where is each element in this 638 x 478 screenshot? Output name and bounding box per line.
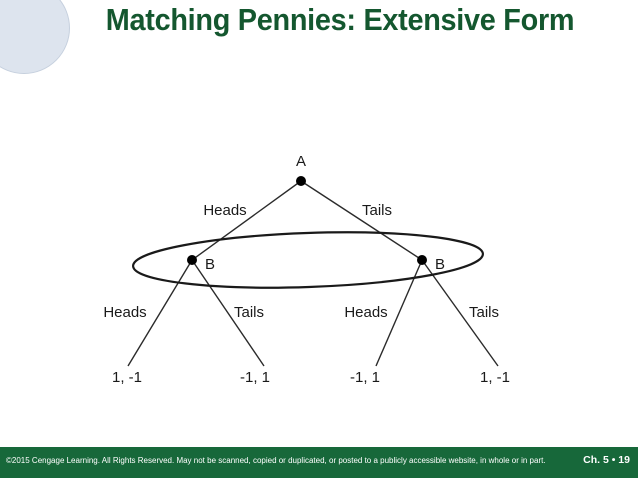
branch-label-rightb-heads: Heads (344, 304, 388, 321)
branch-label-root-heads: Heads (203, 202, 247, 219)
branch-label-rightb-tails: Tails (468, 304, 500, 321)
copyright-text: ©2015 Cengage Learning. All Rights Reser… (6, 456, 546, 465)
payoff-ht: -1, 1 (239, 369, 271, 386)
branch-label-leftb-heads: Heads (103, 304, 147, 321)
node-b-left-dot (187, 255, 197, 265)
node-b-right-dot (417, 255, 427, 265)
branch-label-root-tails: Tails (361, 202, 393, 219)
node-label-b-right: B (435, 256, 446, 273)
branch-lines-left-b (127, 259, 265, 367)
branch-root-tails (300, 180, 423, 261)
node-label-b-left: B (205, 256, 216, 273)
game-tree-svg (127, 176, 499, 367)
branch-root-heads (191, 180, 302, 261)
node-label-a: A (295, 153, 307, 170)
chapter-slide-number: Ch. 5 • 19 (583, 454, 630, 466)
information-set-ellipse (132, 231, 484, 289)
page-title: Matching Pennies: Extensive Form (105, 2, 575, 37)
branch-label-leftb-tails: Tails (233, 304, 265, 321)
payoff-th: -1, 1 (349, 369, 381, 386)
branch-leftb-tails (191, 259, 265, 367)
payoff-tt: 1, -1 (479, 369, 511, 386)
footer-bar: ©2015 Cengage Learning. All Rights Reser… (0, 447, 638, 478)
game-tree-diagram: A B B Heads Tails Heads Tails Heads Tail… (103, 153, 511, 386)
branch-lines-level1 (191, 180, 423, 261)
branch-rightb-tails (421, 259, 499, 367)
node-a-dot (296, 176, 306, 186)
branch-leftb-heads (127, 259, 193, 367)
payoff-hh: 1, -1 (111, 369, 143, 386)
